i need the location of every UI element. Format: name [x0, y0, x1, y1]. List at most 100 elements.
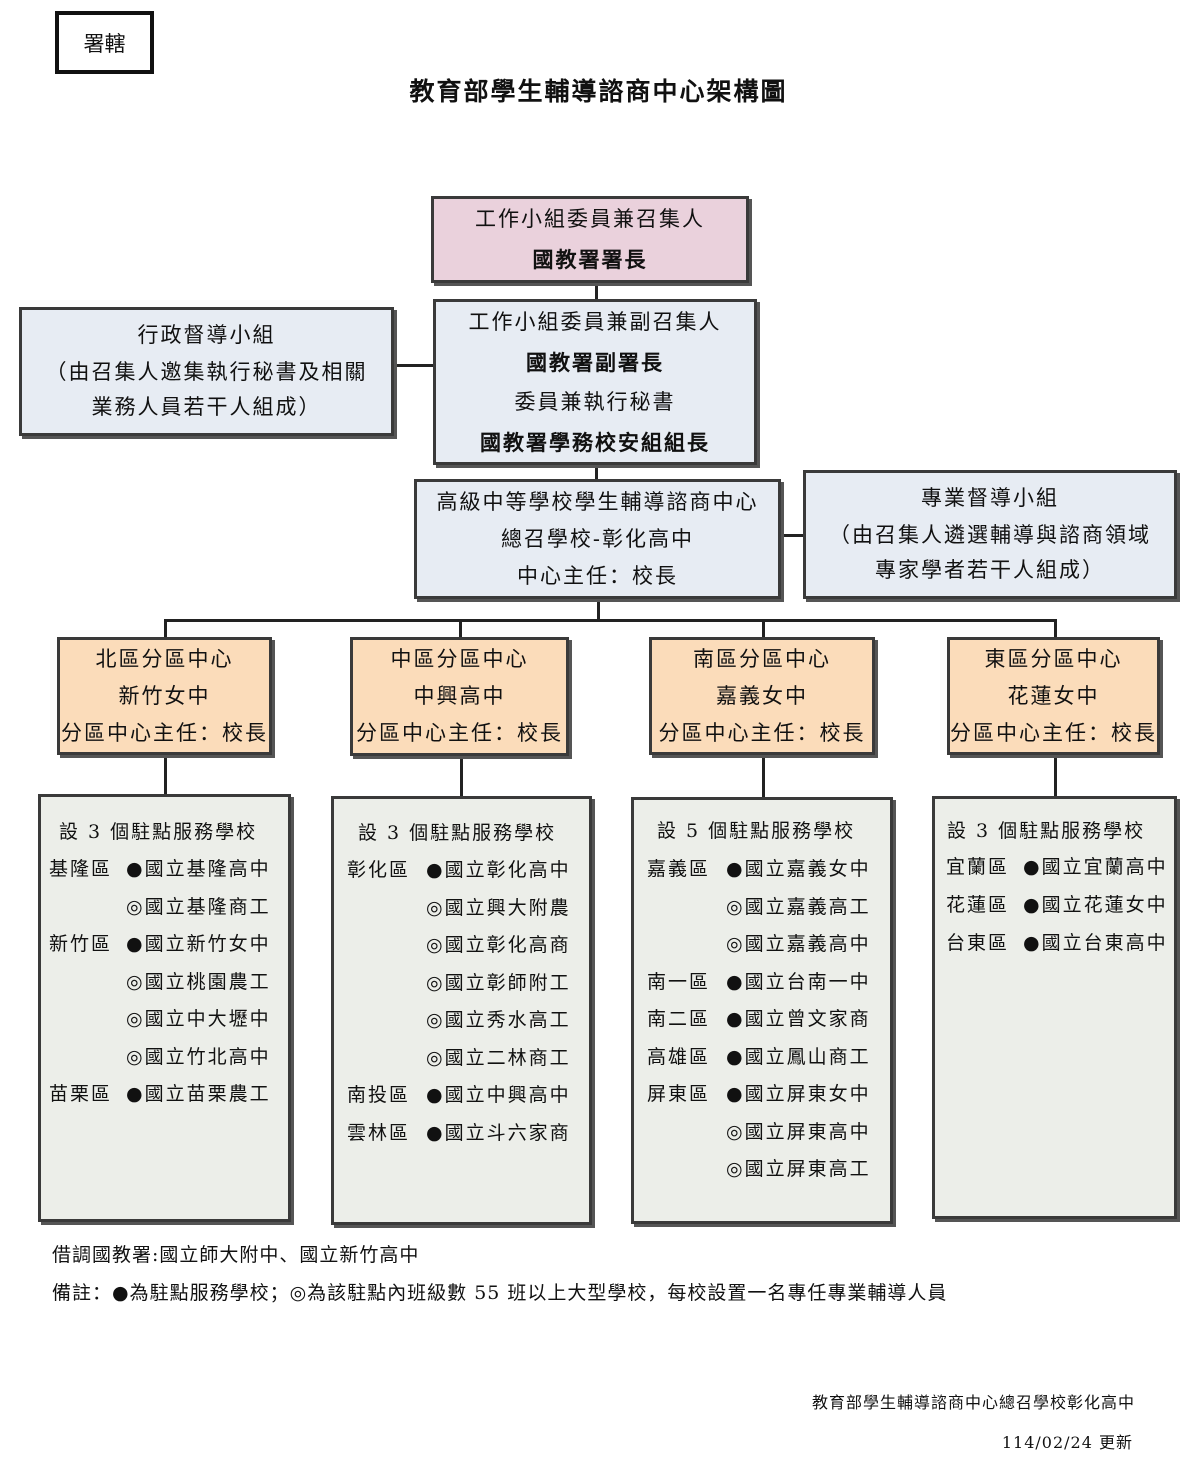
region-school: 花蓮女中 [1007, 683, 1100, 708]
school-name: ◎國立嘉義高中 [726, 933, 871, 955]
region-director: 分區中心主任：校長 [950, 720, 1157, 745]
schools-header: 設 5 個駐點服務學校 [657, 820, 856, 842]
region-director: 分區中心主任：校長 [658, 720, 866, 745]
school-name: ●國立台東高中 [1023, 932, 1168, 954]
school-name: ◎國立基隆商工 [126, 895, 271, 918]
admin-supervision-group-box: 行政督導小組 （由召集人邀集執行秘書及相關 業務人員若干人組成） [19, 307, 394, 436]
school-name: ●國立中興高中 [426, 1084, 571, 1106]
school-name: ●國立彰化高中 [426, 859, 571, 881]
connector [762, 619, 765, 638]
district-label: 花蓮區 [946, 894, 1010, 916]
convener-box: 工作小組委員兼召集人 國教署署長 [431, 196, 749, 283]
region-name: 東區分區中心 [984, 646, 1123, 671]
admin-group-name: 行政督導小組 [137, 323, 276, 347]
schools-box-north: 設 3 個駐點服務學校 基隆區 ●國立基隆高中 ◎國立基隆商工新竹區 ●國立新竹女中 ◎… [38, 794, 291, 1222]
convener-title: 國教署署長 [532, 247, 648, 272]
school-name: ◎國立嘉義高工 [726, 895, 871, 918]
region-box-central: 中區分區中心 中興高中 分區中心主任：校長 [350, 637, 569, 756]
district-label: 新竹區 [49, 933, 113, 955]
connector [164, 619, 1057, 622]
secondment-note: 借調國教署:國立師大附中、國立新竹高中 [52, 1244, 420, 1266]
school-name: ●國立斗六家商 [426, 1121, 571, 1144]
school-name: ◎國立彰化高商 [426, 934, 571, 956]
connector [459, 619, 462, 638]
school-name: ◎國立屏東高工 [726, 1158, 871, 1180]
region-school: 新竹女中 [118, 683, 211, 708]
connector [781, 534, 803, 537]
region-school: 中興高中 [413, 684, 506, 708]
district-label: 南一區 [647, 970, 711, 993]
district-label: 南投區 [347, 1084, 411, 1106]
district-label: 台東區 [946, 932, 1010, 954]
district-label: 嘉義區 [647, 858, 711, 880]
school-name: ◎國立竹北高中 [126, 1045, 271, 1068]
region-name: 北區分區中心 [95, 646, 234, 671]
page-title: 教育部學生輔導諮商中心架構圖 [409, 77, 788, 106]
school-name: ●國立屏東女中 [726, 1083, 871, 1105]
vice-convener-title: 國教署副署長 [526, 349, 664, 375]
district-label: 苗栗區 [49, 1083, 113, 1105]
school-name: ◎國立二林商工 [426, 1046, 571, 1069]
jurisdiction-tag: 署轄 [55, 11, 154, 74]
executive-secretary-title: 國教署學務校安組組長 [480, 429, 710, 455]
center-name: 高級中等學校學生輔導諮商中心 [436, 489, 759, 514]
connector [762, 755, 765, 798]
counseling-center-box: 高級中等學校學生輔導諮商中心 總召學校-彰化高中 中心主任：校長 [414, 479, 781, 599]
district-label: 基隆區 [49, 858, 113, 880]
connector [597, 598, 600, 620]
school-name: ●國立台南一中 [726, 970, 871, 993]
district-label: 高雄區 [647, 1045, 711, 1068]
school-name: ●國立新竹女中 [126, 933, 271, 955]
vice-convener-box: 工作小組委員兼副召集人 國教署副署長 委員兼執行秘書 國教署學務校安組組長 [433, 299, 757, 465]
district-label: 南二區 [647, 1008, 711, 1030]
school-name: ◎國立屏東高中 [726, 1120, 871, 1143]
region-box-east: 東區分區中心 花蓮女中 分區中心主任：校長 [947, 637, 1160, 755]
region-director: 分區中心主任：校長 [61, 720, 268, 745]
schools-header: 設 3 個駐點服務學校 [947, 820, 1146, 842]
schools-header: 設 3 個駐點服務學校 [358, 822, 557, 844]
legend-remark: 備註：●為駐點服務學校；◎為該駐點內班級數 55 班以上大型學校，每校設置一名專… [52, 1282, 948, 1304]
district-label: 彰化區 [347, 859, 411, 881]
connector [164, 619, 167, 638]
connector [1054, 755, 1057, 797]
footer-org: 教育部學生輔導諮商中心總召學校彰化高中 [811, 1393, 1135, 1412]
connector [164, 755, 167, 794]
school-name: ◎國立興大附農 [426, 896, 571, 919]
school-name: ◎國立秀水高工 [426, 1009, 571, 1031]
schools-box-east: 設 3 個駐點服務學校 宜蘭區 ●國立宜蘭高中花蓮區 ●國立花蓮女中台東區 ●國立台東… [932, 796, 1177, 1219]
school-name: ◎國立中大壢中 [126, 1008, 271, 1030]
district-label: 屏東區 [647, 1083, 711, 1105]
school-name: ●國立宜蘭高中 [1023, 856, 1168, 878]
center-director: 中心主任：校長 [517, 563, 678, 588]
region-director: 分區中心主任：校長 [356, 721, 563, 745]
pro-group-desc-2: 專家學者若干人組成） [875, 558, 1105, 582]
footer-date: 114/02/24 更新 [1001, 1433, 1133, 1452]
region-name: 中區分區中心 [390, 647, 529, 671]
connector [394, 364, 434, 367]
pro-group-desc-1: （由召集人遴選輔導與諮商領域 [829, 523, 1151, 547]
region-school: 嘉義女中 [716, 683, 808, 708]
region-box-south: 南區分區中心 嘉義女中 分區中心主任：校長 [649, 637, 875, 755]
center-lead-school: 總召學校-彰化高中 [500, 526, 695, 551]
pro-group-name: 專業督導小組 [921, 486, 1059, 510]
professional-supervision-group-box: 專業督導小組 （由召集人遴選輔導與諮商領域 專家學者若干人組成） [803, 470, 1177, 599]
school-name: ●國立鳳山商工 [726, 1045, 871, 1068]
school-name: ◎國立桃園農工 [126, 970, 271, 993]
region-box-north: 北區分區中心 新竹女中 分區中心主任：校長 [57, 637, 272, 755]
admin-group-desc-1: （由召集人邀集執行秘書及相關 [45, 360, 368, 384]
convener-role: 工作小組委員兼召集人 [475, 207, 705, 231]
schools-box-central: 設 3 個駐點服務學校 彰化區 ●國立彰化高中 ◎國立興大附農 ◎國立彰化高商 ◎國立彰… [331, 796, 592, 1225]
district-label: 宜蘭區 [946, 856, 1010, 878]
school-name: ●國立曾文家商 [726, 1008, 871, 1030]
executive-secretary-role: 委員兼執行秘書 [514, 389, 676, 414]
connector [595, 463, 598, 479]
vice-convener-role: 工作小組委員兼副召集人 [468, 309, 722, 334]
school-name: ●國立基隆高中 [126, 858, 271, 880]
school-name: ●國立花蓮女中 [1023, 894, 1168, 916]
connector [460, 756, 463, 796]
schools-header: 設 3 個駐點服務學校 [59, 821, 258, 843]
schools-box-south: 設 5 個駐點服務學校 嘉義區 ●國立嘉義女中 ◎國立嘉義高工 ◎國立嘉義高中南一區 ●… [631, 797, 893, 1224]
school-name: ●國立嘉義女中 [726, 858, 871, 880]
connector [595, 282, 598, 300]
school-name: ◎國立彰師附工 [426, 971, 571, 994]
